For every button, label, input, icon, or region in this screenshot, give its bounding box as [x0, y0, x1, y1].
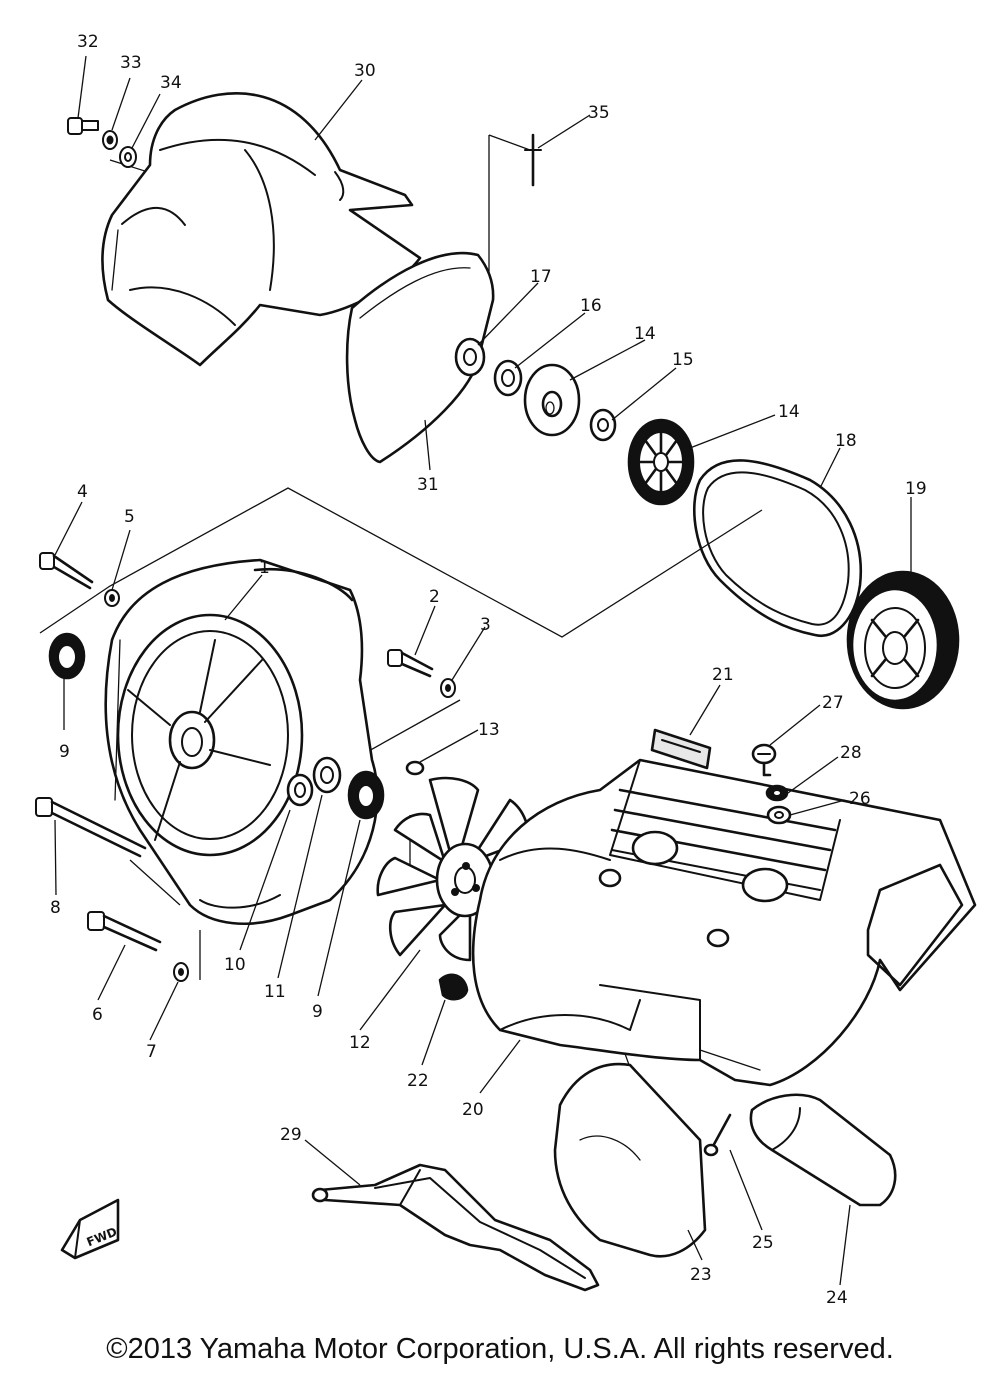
callout-7: 7: [146, 1042, 157, 1062]
callout-31: 31: [417, 475, 439, 495]
callout-4: 4: [77, 482, 88, 502]
callout-16: 16: [580, 296, 602, 316]
callout-1: 1: [259, 558, 270, 578]
fan-shroud: [471, 758, 977, 1087]
callout-21: 21: [712, 665, 734, 685]
mounting-bracket: [311, 1163, 600, 1292]
callout-22: 22: [407, 1071, 429, 1091]
callout-5: 5: [124, 507, 135, 527]
callout-32: 32: [77, 32, 99, 52]
callout-28: 28: [840, 743, 862, 763]
callout-27: 27: [822, 693, 844, 713]
drive-pulley-parts: [454, 337, 695, 506]
callout-29: 29: [280, 1125, 302, 1145]
callout-3: 3: [480, 615, 491, 635]
driven-pulley: [846, 570, 960, 710]
callout-9-left: 9: [59, 742, 70, 762]
callout-30: 30: [354, 61, 376, 81]
belt-guard-upper: [101, 92, 422, 367]
callout-labels: 32 33 34 30 35 17 16 14 15 14 18 19 31 4…: [50, 32, 927, 1308]
callout-34: 34: [160, 73, 182, 93]
bearings-seals: [48, 632, 385, 820]
v-belt: [693, 459, 863, 638]
fan-housing: [104, 558, 379, 925]
callout-33: 33: [120, 53, 142, 73]
callout-2: 2: [429, 587, 440, 607]
callout-15: 15: [672, 350, 694, 370]
callout-9-right: 9: [312, 1002, 323, 1022]
callout-35: 35: [588, 103, 610, 123]
air-duct: [749, 1093, 897, 1207]
callout-17: 17: [530, 267, 552, 287]
callout-26: 26: [849, 789, 871, 809]
callout-6: 6: [92, 1005, 103, 1025]
callout-18: 18: [835, 431, 857, 451]
callout-12: 12: [349, 1033, 371, 1053]
callout-10: 10: [224, 955, 246, 975]
belt-guard-plate: [345, 251, 495, 464]
lower-cover: [553, 1062, 707, 1258]
pin-35: [524, 133, 542, 187]
callout-24: 24: [826, 1288, 848, 1308]
fan-fittings: [405, 760, 469, 1001]
callout-8: 8: [50, 898, 61, 918]
clip-25: [703, 1113, 732, 1157]
callout-leaders: [54, 55, 912, 1286]
callout-23: 23: [690, 1265, 712, 1285]
callout-11: 11: [264, 982, 286, 1002]
callout-14-upper: 14: [634, 324, 656, 344]
fwd-direction-mark: FWD: [60, 1198, 120, 1260]
callout-14-lower: 14: [778, 402, 800, 422]
guard-bolt-set: [67, 117, 137, 168]
copyright-notice: ©2013 Yamaha Motor Corporation, U.S.A. A…: [106, 1333, 894, 1365]
housing-bolts: [35, 552, 456, 982]
callout-25: 25: [752, 1233, 774, 1253]
callout-19: 19: [905, 479, 927, 499]
callout-13: 13: [478, 720, 500, 740]
callout-20: 20: [462, 1100, 484, 1120]
label-plate-21: [650, 728, 712, 770]
